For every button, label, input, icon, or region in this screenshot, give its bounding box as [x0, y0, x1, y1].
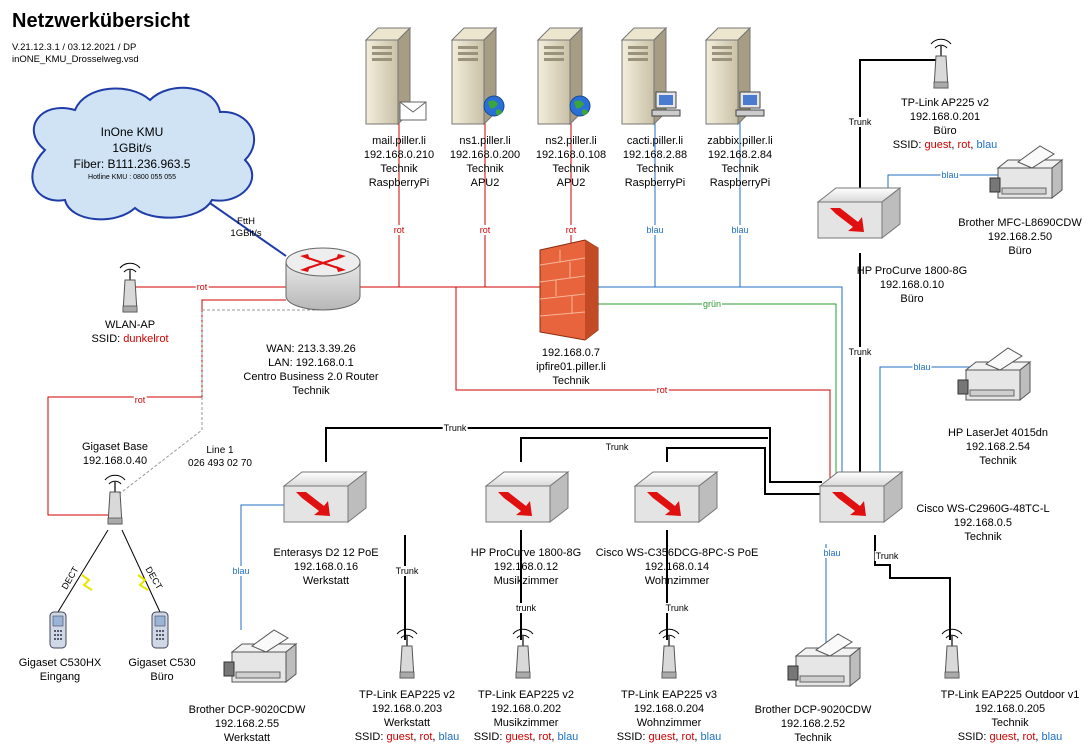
access-point-icon: [512, 628, 534, 679]
access-point-icon: [658, 628, 680, 679]
printer-icon: [787, 633, 861, 687]
edge-label: rot: [133, 395, 147, 405]
edge-label: Trunk: [874, 551, 900, 561]
edge-label: blau: [645, 225, 665, 235]
server-icon: [537, 27, 591, 125]
file-name: inONE_KMU_Drosselweg.vsd: [12, 54, 139, 65]
router-icon: [285, 247, 361, 311]
switch-icon: [819, 471, 903, 523]
server-icon: [451, 27, 505, 125]
internet-cloud: [31, 86, 256, 221]
edge-label: Trunk: [604, 442, 630, 452]
edge-label: rot: [195, 282, 209, 292]
edge-label: grün: [701, 299, 723, 309]
version-text: V.21.12.3.1 / 03.12.2021 / DP: [12, 42, 137, 53]
switch-icon: [817, 187, 901, 239]
switch-icon: [485, 471, 569, 523]
printer-icon: [223, 629, 297, 683]
edge-label: trunk: [514, 603, 538, 613]
access-point-icon: [941, 628, 963, 679]
firewall-icon: [539, 239, 599, 341]
server-icon: [365, 27, 427, 125]
access-point-icon: [396, 628, 418, 679]
edge-label: blau: [822, 548, 842, 558]
edge-label: rot: [478, 225, 492, 235]
edge-label: Trunk: [847, 117, 873, 127]
hotline: Hotline KMU : 0800 055 055: [88, 174, 176, 181]
edge-label: rot: [655, 385, 669, 395]
fiber-id: Fiber: B111.236.963.5: [73, 157, 191, 171]
document-meta: V.21.12.3.1 / 03.12.2021 / DP inONE_KMU_…: [12, 42, 139, 66]
cloud-label: InOne KMU 1GBit/s Fiber: B111.236.963.5 …: [62, 124, 202, 184]
page-title: Netzwerkübersicht: [12, 10, 190, 32]
printer-icon: [989, 145, 1063, 199]
edge-label: rot: [564, 225, 578, 235]
isp-name: InOne KMU: [100, 125, 164, 139]
server-icon: [621, 27, 681, 125]
isp-speed: 1GBit/s: [112, 141, 152, 155]
edge-label: Trunk: [664, 603, 690, 613]
access-point-icon: [104, 474, 126, 525]
edge-label: rot: [392, 225, 406, 235]
dect-phone-icon: [49, 611, 67, 649]
edge-label: blau: [940, 170, 960, 180]
edge-label: blau: [730, 225, 750, 235]
wlan-ap-label: WLAN-AP SSID: dunkelrot: [91, 319, 169, 345]
printer-icon: [957, 347, 1031, 401]
switch-icon: [634, 471, 718, 523]
access-point-icon: [930, 38, 952, 89]
edge-label: Trunk: [442, 423, 468, 433]
edge-label: blau: [912, 362, 932, 372]
access-point-icon: [119, 262, 141, 313]
switch-icon: [283, 471, 367, 523]
edge-label: blau: [231, 566, 251, 576]
edge-label: Trunk: [847, 347, 873, 357]
edge-label: Trunk: [394, 566, 420, 576]
dect-phone-icon: [151, 611, 169, 649]
server-icon: [705, 27, 765, 125]
